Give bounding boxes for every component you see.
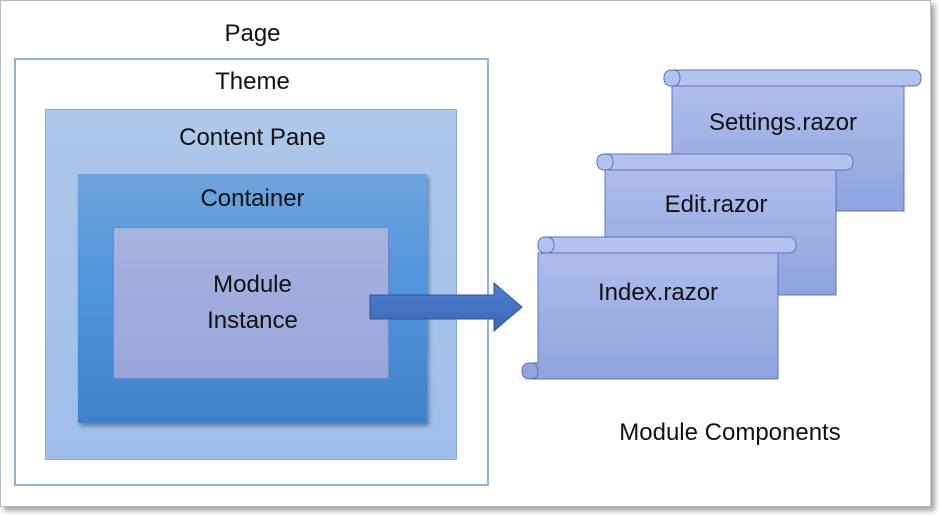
module-instance-label-line1: Module (213, 271, 292, 298)
module-instance-label-line2: Instance (207, 307, 298, 334)
container-label: Container (200, 185, 305, 212)
page-label: Page (224, 20, 281, 47)
module-instance-box (113, 227, 389, 379)
content-pane-label: Content Pane (179, 124, 326, 151)
scroll-index: Index.razor (521, 236, 797, 380)
scroll-settings-label: Settings.razor (709, 109, 857, 136)
scroll-edit-label: Edit.razor (665, 191, 768, 218)
scroll-index-label: Index.razor (598, 279, 718, 306)
arrow-icon (369, 281, 523, 333)
module-components-caption: Module Components (619, 419, 841, 446)
theme-label: Theme (215, 68, 290, 95)
